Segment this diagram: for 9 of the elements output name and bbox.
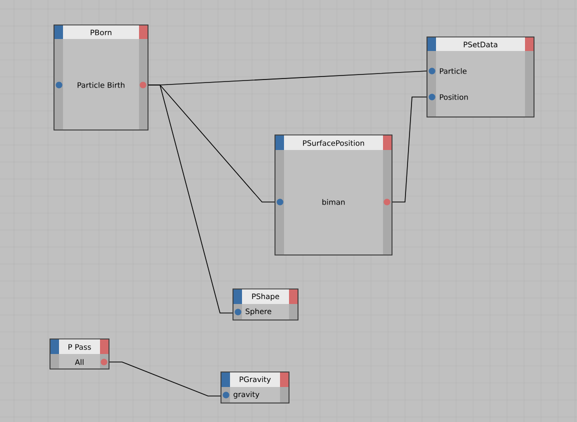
connector-wire [148,84,233,314]
operator-node [274,134,392,256]
operator-node [232,288,298,320]
connector-wire [109,362,221,396]
operator-node [426,36,534,118]
operator-node [54,24,148,130]
connector-wire [392,96,427,202]
operator-node [220,372,290,404]
operator-node [50,338,110,370]
